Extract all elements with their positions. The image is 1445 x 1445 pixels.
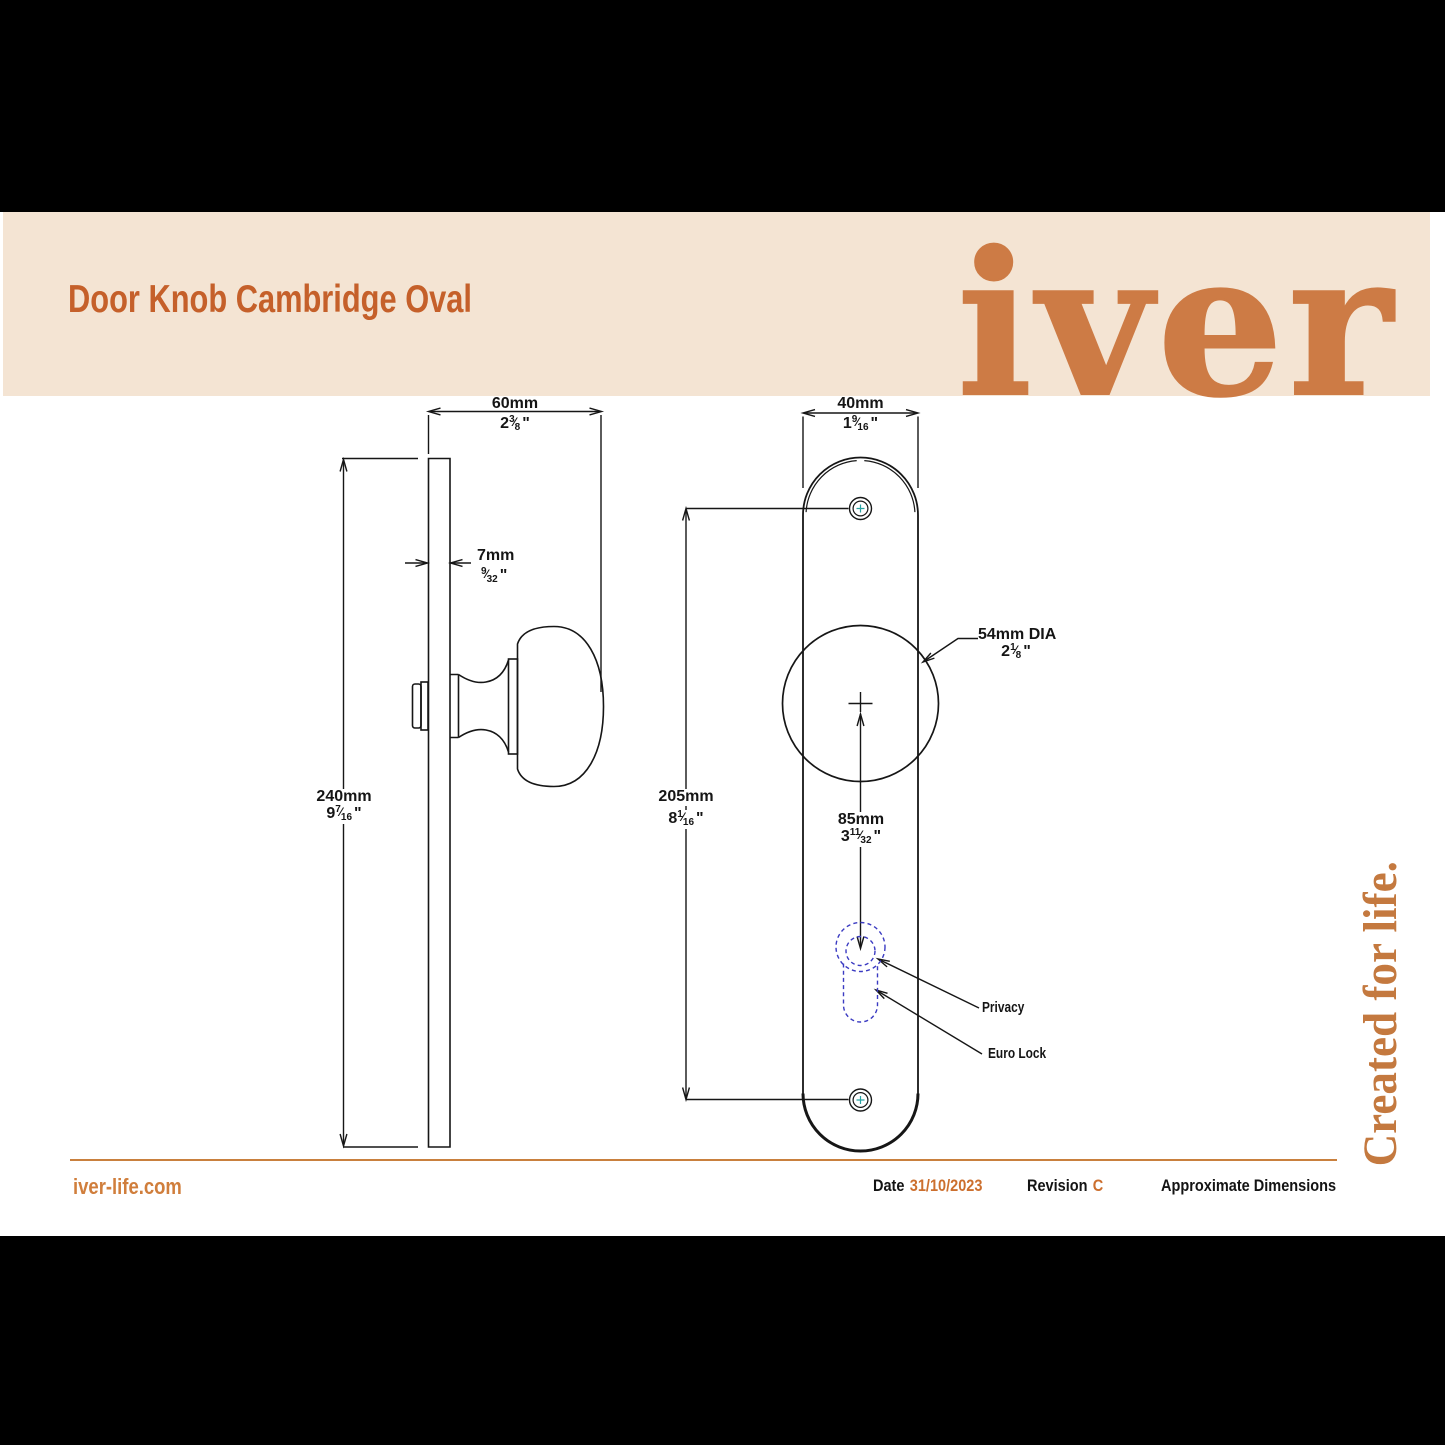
arrow (856, 711, 865, 727)
screw-top-cross (856, 504, 865, 513)
front-center-cross (848, 692, 873, 712)
dim-54mm-inches: 21⁄8" (1001, 642, 1031, 661)
arrow (800, 408, 816, 418)
side-flange (507, 658, 519, 755)
side-spindle-outer (411, 683, 422, 729)
arrow (681, 1087, 691, 1103)
dim-85mm-label: 85mm (833, 811, 889, 829)
arrow (589, 407, 605, 416)
dim-40-ext (802, 416, 919, 488)
footer-rule (70, 1159, 1337, 1161)
website-link[interactable]: iver-life.com (73, 1174, 182, 1199)
arrow (425, 407, 441, 416)
front-plate-bottom (801, 1093, 920, 1153)
screw-top-outer (848, 496, 873, 521)
dim-54mm-label: 54mm DIA (978, 626, 1057, 643)
arrow (339, 456, 348, 472)
callout-privacy: Privacy (982, 1000, 1025, 1016)
side-neck-top (458, 659, 510, 684)
arrow (920, 652, 935, 664)
leader-privacy (877, 958, 980, 1009)
screw-bottom-inner (852, 1091, 869, 1108)
front-plate-inner-arc (805, 460, 916, 513)
arrow (905, 408, 921, 418)
dim-85mm-inches: 311⁄32" (836, 827, 886, 847)
side-plate (427, 457, 451, 1148)
side-collar (450, 673, 460, 739)
callout-euro-lock: Euro Lock (988, 1046, 1047, 1062)
arrow (447, 558, 463, 568)
footer-note: Approximate Dimensions (1161, 1177, 1337, 1195)
leader-54dia (922, 637, 978, 663)
revision-value: C (1092, 1177, 1104, 1195)
dim-240-ticks (342, 457, 418, 1148)
dim-60mm-inches: 23⁄8" (500, 414, 530, 433)
arrow (873, 988, 888, 1000)
arrow (415, 558, 431, 568)
screw-bottom-cross (856, 1096, 865, 1104)
side-knob (516, 625, 605, 788)
dim-40mm-label: 40mm (837, 395, 884, 412)
arrow (856, 936, 865, 952)
leader-eurolock (875, 989, 983, 1055)
dim-7mm-label: 7mm (477, 547, 515, 564)
arrow (681, 505, 691, 521)
dim-240mm-inches: 97⁄16" (322, 804, 366, 824)
dim-240mm-label: 240mm (312, 788, 376, 806)
date-value: 31/10/2023 (909, 1177, 983, 1195)
dim-7mm-inches: 9⁄32" (481, 566, 508, 585)
arrow (339, 1133, 348, 1149)
iver-logo: iver (956, 208, 1398, 441)
screw-top-inner (852, 500, 869, 517)
page-title: Door Knob Cambridge Oval (68, 278, 472, 321)
dim-205mm-label: 205mm (654, 788, 718, 806)
header-band (3, 212, 1430, 396)
brand-tagline: Created for life. (1354, 861, 1407, 1167)
arrow (875, 957, 890, 968)
eurolock-dashed-circle (835, 921, 886, 973)
dim-205-refs (686, 507, 849, 1101)
dim-60mm-label: 60mm (491, 395, 539, 412)
dim-60-ext (427, 415, 602, 692)
dim-40mm-inches: 19⁄16" (842, 414, 879, 433)
eurolock-dashed-stem (842, 963, 879, 1023)
privacy-dashed-circle (845, 935, 876, 967)
dim-205mm-inches: 81⁄16" (664, 809, 708, 829)
side-spindle-inner (420, 681, 429, 731)
screw-bottom-outer (848, 1088, 873, 1112)
side-neck-bottom (458, 728, 510, 753)
